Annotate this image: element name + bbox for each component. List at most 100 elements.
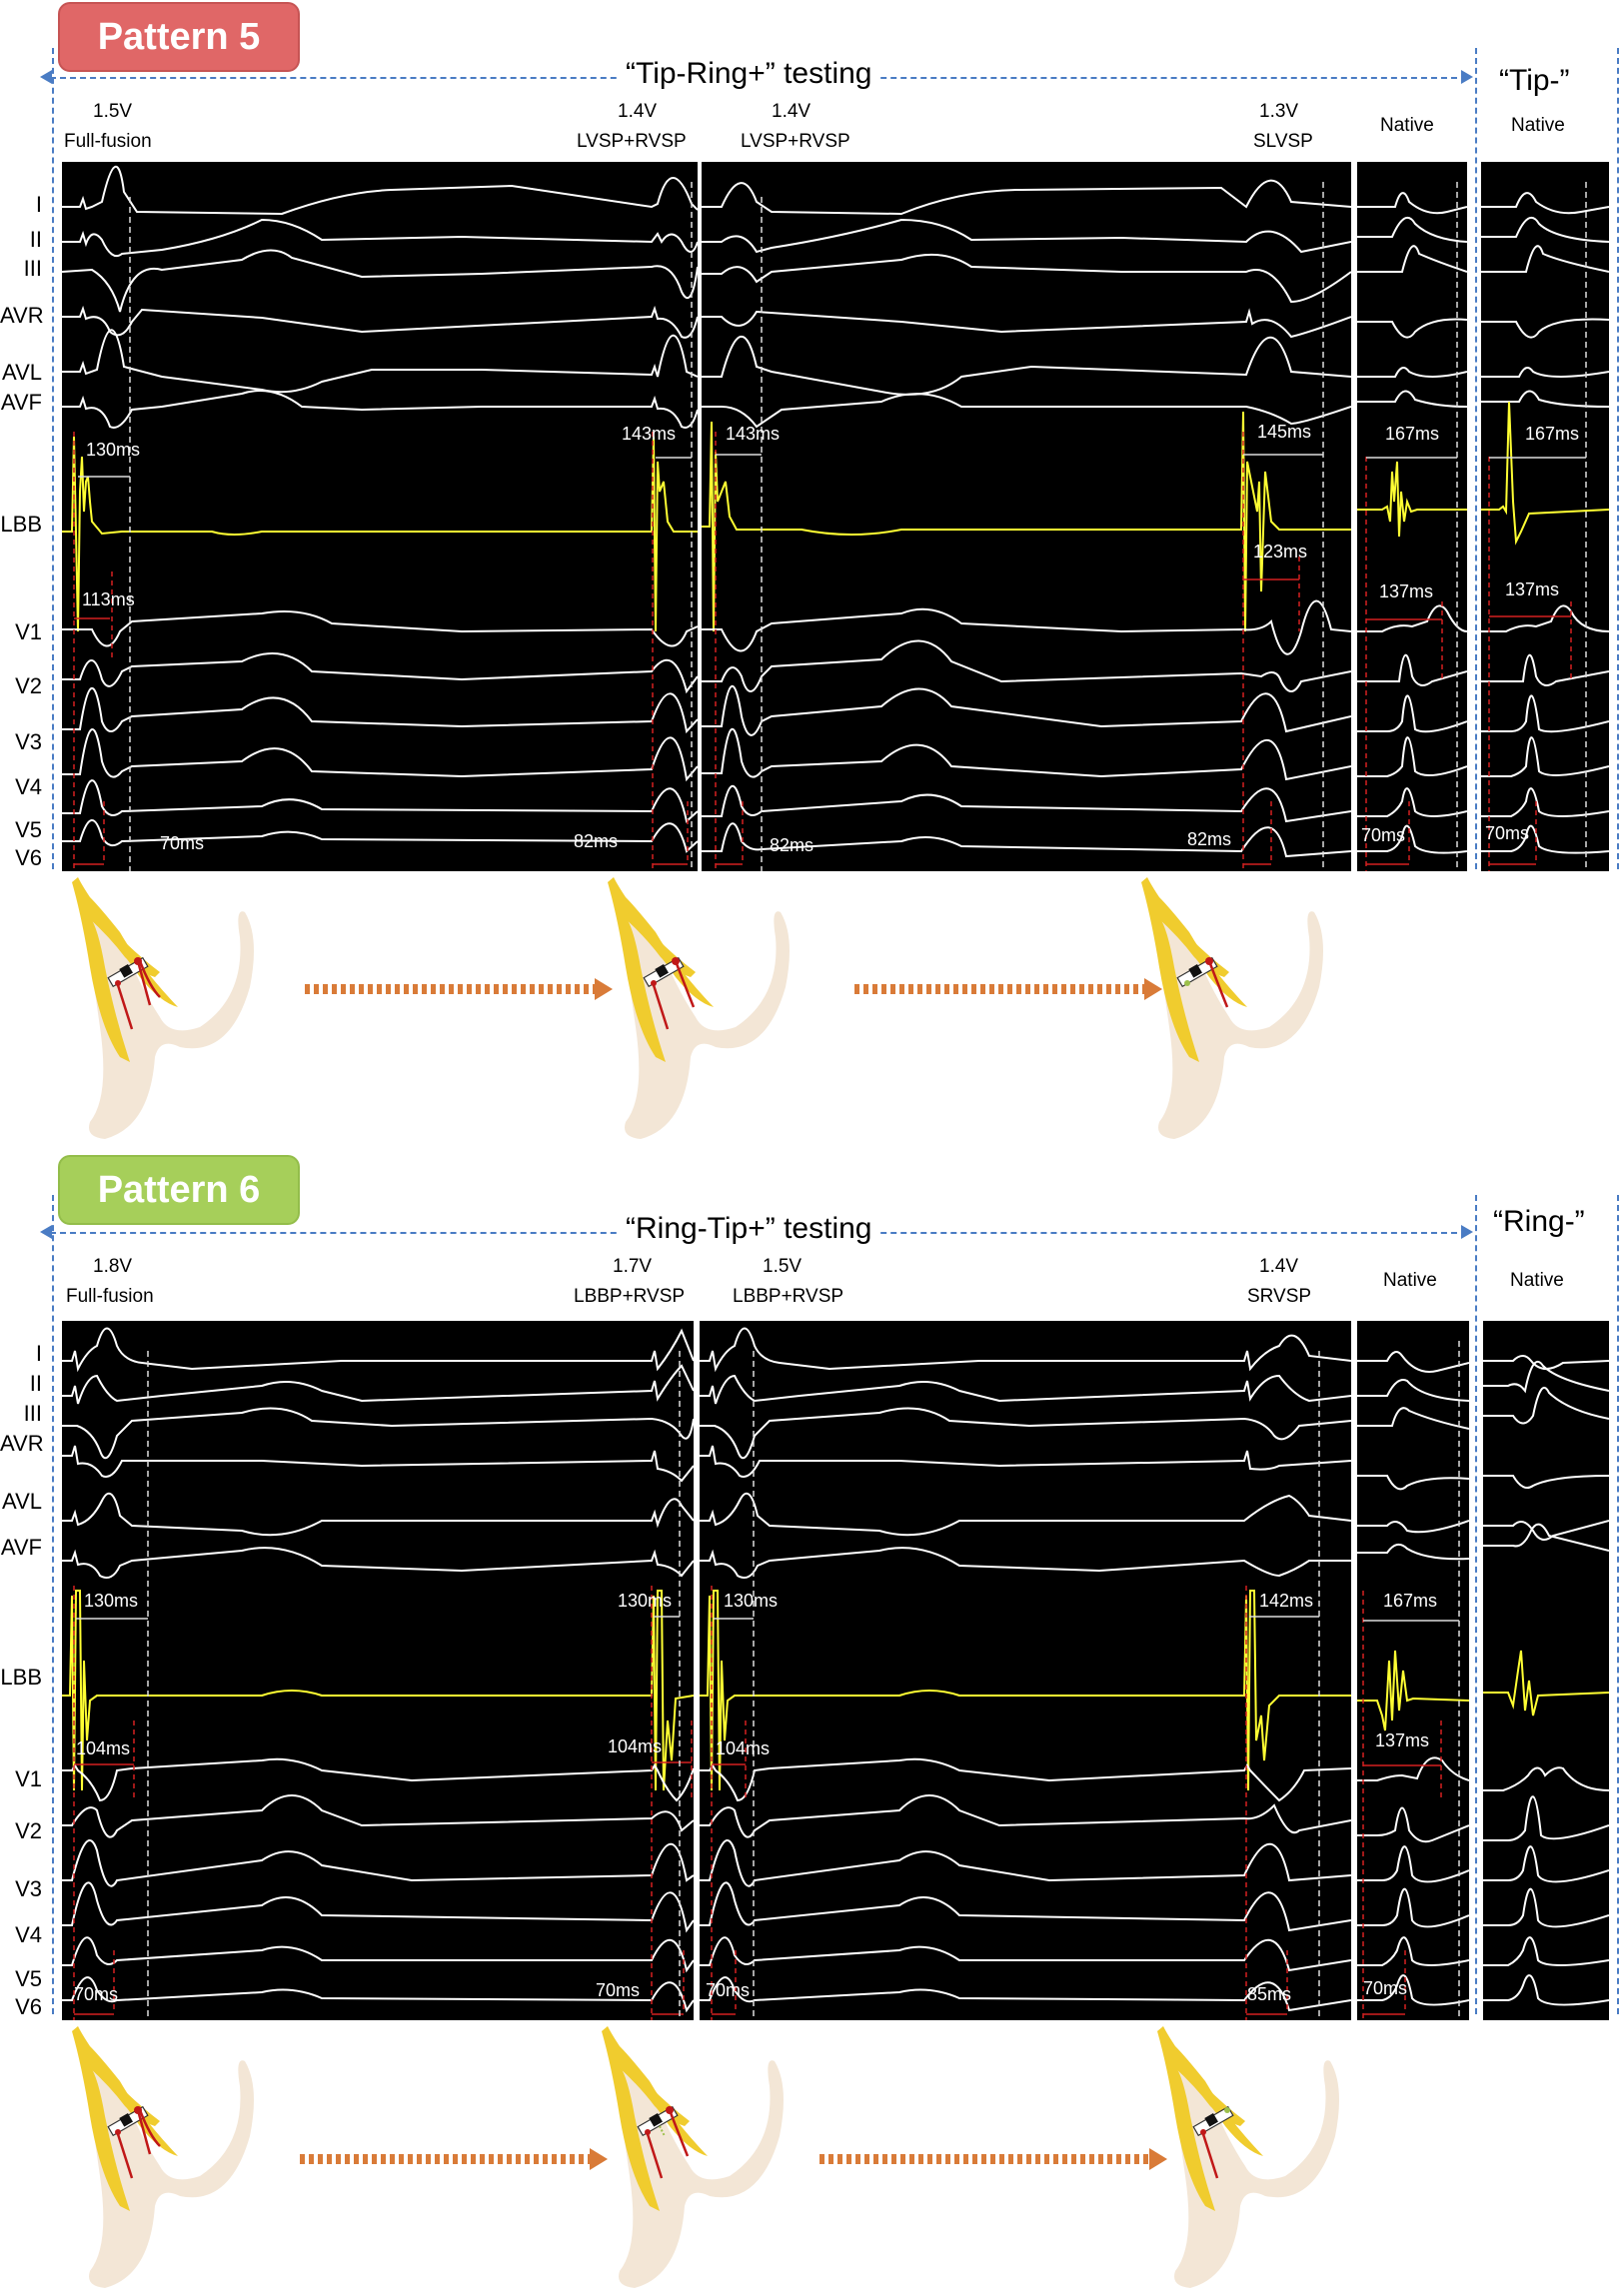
heart-diagram-3 <box>1157 2026 1339 2288</box>
lead-label-avl: AVL <box>2 1489 42 1514</box>
column-3-mode: LBBP+RVSP <box>733 1286 844 1307</box>
negative-label: “Ring-” <box>1493 1205 1585 1238</box>
lead-label-i: I <box>35 1341 42 1366</box>
lead-label-v2: V2 <box>15 1818 42 1843</box>
column-2-voltage: 1.4V <box>618 101 658 122</box>
lead-label-iii: III <box>23 1401 42 1426</box>
measure-p2-lbb-b: 145ms <box>1257 422 1312 442</box>
column-3-mode: LVSP+RVSP <box>741 131 850 152</box>
progression-arrow-1 <box>305 978 613 1000</box>
column-5-mode: Native <box>1383 1270 1437 1291</box>
testing-label: “Tip-Ring+” testing <box>618 57 880 91</box>
measure-p3-v6: 70ms <box>1361 825 1406 845</box>
pattern-5-badge: Pattern 5 <box>58 2 300 72</box>
negative-section-divider <box>1475 48 1477 869</box>
ecg-traces-panel-negative <box>1481 182 1609 871</box>
lead-label-avf: AVF <box>0 390 42 415</box>
measure-p2-v6-b: 85ms <box>1247 1984 1292 2004</box>
column-2-voltage: 1.7V <box>613 1256 653 1277</box>
measure-p4-lbb: 167ms <box>1525 424 1580 444</box>
measure-p1-v1-a: 104ms <box>76 1738 131 1758</box>
measure-p2-v6-a: 82ms <box>770 835 814 855</box>
ecg-traces-panel-1 <box>62 1327 694 2020</box>
lead-label-i: I <box>35 192 42 217</box>
heart-diagram-2 <box>608 877 790 1139</box>
column-4-mode: SLVSP <box>1253 131 1313 152</box>
lead-label-v1: V1 <box>15 619 42 644</box>
column-2-mode: LVSP+RVSP <box>577 131 687 152</box>
measure-p2-v6-a: 70ms <box>706 1980 751 2000</box>
measure-p4-v1: 137ms <box>1505 579 1560 599</box>
measure-p3-lbb: 167ms <box>1385 424 1440 444</box>
ecg-panel-1: 130ms 113ms 70ms 143ms 82ms <box>62 162 698 871</box>
measure-p1-v6-a: 70ms <box>74 1984 119 2004</box>
pattern-6-badge: Pattern 6 <box>58 1155 300 1225</box>
measure-p1-lbb-a: 130ms <box>84 1591 139 1611</box>
left-guide-line <box>52 1195 54 2014</box>
column-4-mode: SRVSP <box>1247 1286 1312 1307</box>
measure-p2-v1-a: 104ms <box>716 1738 771 1758</box>
ecg-traces-panel-native <box>1357 182 1467 871</box>
column-1-voltage: 1.5V <box>93 101 133 122</box>
arrow-left-icon <box>40 70 52 84</box>
lead-label-ii: II <box>29 1371 42 1396</box>
column-3-voltage: 1.5V <box>763 1256 803 1277</box>
ecg-traces-panel-2 <box>702 179 1351 871</box>
measure-p3-v1: 137ms <box>1379 581 1434 601</box>
lead-label-v6: V6 <box>15 845 42 870</box>
lead-label-avr: AVR <box>0 303 44 328</box>
ecg-traces-panel-native <box>1357 1341 1469 2020</box>
ecg-traces-panel-2 <box>700 1327 1351 2020</box>
measure-p3-v1: 137ms <box>1375 1730 1430 1750</box>
lead-label-v1: V1 <box>15 1766 42 1791</box>
lead-label-v5: V5 <box>15 1966 42 1991</box>
measure-p2-v6-b: 82ms <box>1187 829 1232 849</box>
column-3-voltage: 1.4V <box>772 101 812 122</box>
right-guide-line <box>1617 1195 1619 2014</box>
column-1-mode: Full-fusion <box>66 1286 154 1307</box>
measure-p3-lbb: 167ms <box>1383 1591 1438 1611</box>
ecg-panel-negative-native: 167ms 137ms 70ms <box>1481 162 1609 871</box>
heart-diagram-1 <box>72 877 254 1139</box>
measure-p1-v1-b: 104ms <box>608 1736 663 1756</box>
ecg-panel-native: 167ms 137ms 70ms <box>1357 162 1467 871</box>
lead-label-lbb: LBB <box>0 1665 42 1690</box>
column-1-mode: Full-fusion <box>64 131 152 152</box>
lead-label-v4: V4 <box>15 774 42 799</box>
progression-arrow-2 <box>854 978 1162 1000</box>
measure-p1-v6-b: 82ms <box>574 831 619 851</box>
lead-label-v6: V6 <box>15 1994 42 2019</box>
lead-label-ii: II <box>29 227 42 252</box>
lead-label-avl: AVL <box>2 360 42 385</box>
measure-p2-lbb-a: 130ms <box>724 1591 779 1611</box>
lead-label-iii: III <box>23 256 42 281</box>
column-4-voltage: 1.4V <box>1259 1256 1299 1277</box>
pattern-5-section: Pattern 5 “Tip-Ring+” testing “Tip-” 1.5… <box>0 0 1624 1139</box>
progression-arrow-2 <box>819 2148 1167 2170</box>
heart-diagram-1 <box>72 2026 254 2288</box>
arrow-right-icon <box>1461 1225 1473 1239</box>
pattern-6-section: Pattern 6 “Ring-Tip+” testing “Ring-” 1.… <box>0 1155 1624 2288</box>
lead-label-v4: V4 <box>15 1922 42 1947</box>
negative-label: “Tip-” <box>1499 64 1570 97</box>
lead-label-v2: V2 <box>15 673 42 698</box>
measure-p3-v6: 70ms <box>1363 1978 1408 1998</box>
lead-label-v5: V5 <box>15 817 42 842</box>
column-4-voltage: 1.3V <box>1259 101 1299 122</box>
measure-p1-lbb-b: 143ms <box>622 424 677 444</box>
measure-p4-v6: 70ms <box>1485 823 1530 843</box>
measure-p2-lbb-a: 143ms <box>726 424 781 444</box>
left-guide-line <box>52 48 54 869</box>
testing-label: “Ring-Tip+” testing <box>618 1212 880 1246</box>
column-1-voltage: 1.8V <box>93 1256 133 1277</box>
lead-label-lbb: LBB <box>0 512 42 537</box>
measure-p1-v1-a: 113ms <box>82 589 135 609</box>
arrow-left-icon <box>40 1225 52 1239</box>
lead-label-v3: V3 <box>15 729 42 754</box>
column-6-mode: Native <box>1510 1270 1564 1291</box>
progression-arrow-1 <box>300 2148 608 2170</box>
column-6-mode: Native <box>1511 115 1565 136</box>
heart-diagram-2 <box>602 2026 784 2288</box>
lead-label-avr: AVR <box>0 1431 44 1456</box>
measure-p1-lbb-a: 130ms <box>86 440 141 460</box>
